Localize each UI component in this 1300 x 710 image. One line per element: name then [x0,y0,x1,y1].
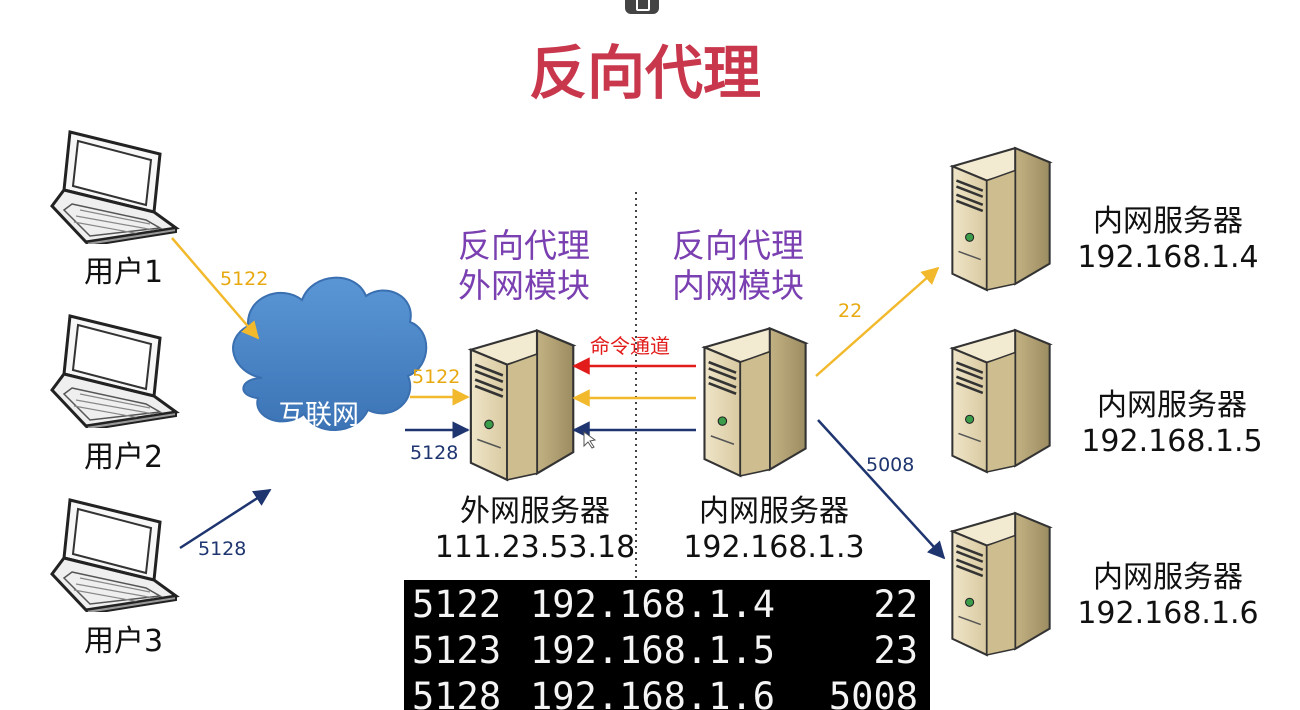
mapping-row: 5128 192.168.1.6 5008 [412,674,918,710]
backend-server-name: 内网服务器 [1093,560,1243,595]
server-icon [703,327,807,478]
mapping-row: 5122 192.168.1.4 22 [412,582,918,628]
mapping-ip: 192.168.1.4 [530,583,776,626]
server-icon [951,328,1051,474]
mapping-ip: 192.168.1.5 [530,629,776,672]
window-control-icon[interactable] [625,0,659,14]
outer-module-label: 反向代理 外网模块 [444,226,604,306]
mapping-ext-port: 5122 [412,583,502,626]
mapping-ext-port: 5123 [412,629,502,672]
backend-server-label: 内网服务器 192.168.1.6 [1068,560,1268,632]
backend-server-name: 内网服务器 [1097,388,1247,423]
user1-link-arrow [171,237,260,340]
user-label: 用户2 [84,440,164,475]
page-title: 反向代理 [528,39,761,107]
outer-server-ip: 111.23.53.18 [434,530,636,565]
to-server4-arrow [815,266,940,377]
port-label: 5008 [866,454,915,476]
laptop-icon [50,314,178,428]
cursor-icon [583,431,597,449]
port-label: 5128 [198,538,247,560]
user3-link-arrow [179,488,272,550]
port-label: 5122 [412,366,461,388]
mapping-ext-port: 5128 [412,675,502,710]
laptop-icon [50,130,178,244]
inner-server-ip: 192.168.1.3 [683,530,865,565]
user-label: 用户1 [84,255,164,290]
backend-server-ip: 192.168.1.5 [1081,424,1263,459]
laptop-icon [50,498,178,612]
backend-server-label: 内网服务器 192.168.1.5 [1072,388,1272,460]
mapping-port: 23 [873,629,918,672]
port-label: 22 [838,300,863,322]
port-label: 5128 [410,442,459,464]
mapping-ip: 192.168.1.6 [530,675,776,710]
cloud-icon [232,276,428,431]
backend-server-ip: 192.168.1.4 [1077,240,1259,275]
port-label: 5122 [220,268,269,290]
mapping-port: 5008 [828,675,918,710]
command-channel-label: 命令通道 [590,334,670,358]
outer-server-label: 外网服务器 111.23.53.18 [420,494,650,566]
outer-server-name: 外网服务器 [460,494,610,529]
inner-server-label: 内网服务器 192.168.1.3 [664,494,884,566]
outer-module-line1: 反向代理 [458,226,590,265]
server-icon [951,146,1051,292]
outer-module-line2: 外网模块 [458,266,590,305]
inner-module-label: 反向代理 内网模块 [658,226,818,306]
inner-server-name: 内网服务器 [699,494,849,529]
port-mapping-terminal: 5122 192.168.1.4 22 5123 192.168.1.5 23 … [404,580,930,710]
server-icon [469,329,575,482]
backend-server-ip: 192.168.1.6 [1077,596,1259,631]
inner-module-line1: 反向代理 [672,226,804,265]
server-icon [951,511,1051,657]
mapping-row: 5123 192.168.1.5 23 [412,628,918,674]
cloud-label: 互联网 [278,400,359,431]
backend-server-label: 内网服务器 192.168.1.4 [1068,204,1268,276]
inner-module-line2: 内网模块 [672,266,804,305]
backend-server-name: 内网服务器 [1093,204,1243,239]
mapping-port: 22 [873,583,918,626]
user-label: 用户3 [84,624,164,659]
to-server6-arrow [817,419,946,560]
